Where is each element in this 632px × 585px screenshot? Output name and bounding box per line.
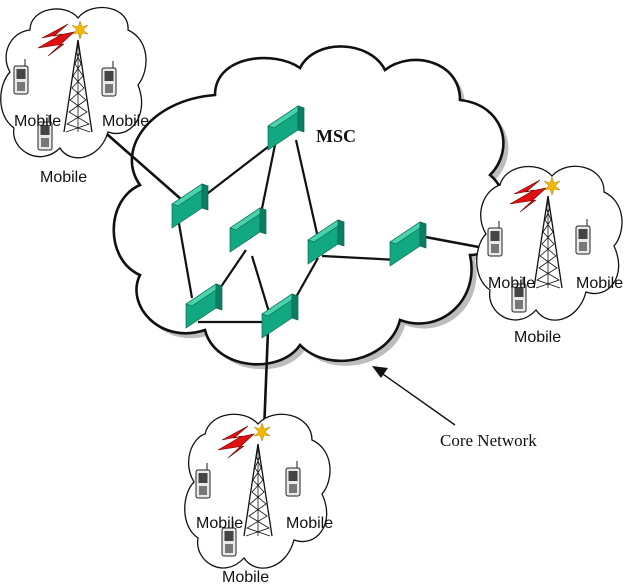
mobile-label: Mobile — [286, 515, 333, 532]
mobile-label: Mobile — [514, 329, 561, 346]
access-cloud-right: Mobile Mobile Mobile — [476, 165, 623, 346]
mobile-label: Mobile — [14, 113, 61, 130]
mobile-label: Mobile — [222, 569, 269, 585]
mobile-label: Mobile — [40, 169, 87, 186]
mobile-label: Mobile — [102, 113, 149, 130]
core-network-label: Core Network — [440, 431, 537, 450]
access-cloud-top-left: Mobile Mobile Mobile — [0, 6, 149, 186]
mobile-label: Mobile — [196, 515, 243, 532]
trunk-to-right-access-cloud — [419, 234, 485, 250]
link-msc-to-right-center — [294, 139, 320, 239]
mobile-label: Mobile — [488, 275, 535, 292]
msc-label: MSC — [316, 126, 356, 146]
access-cloud-outline — [0, 6, 147, 159]
callout-arrow-head — [372, 366, 388, 378]
access-cloud-outline — [184, 413, 331, 569]
access-cloud-outline — [476, 165, 623, 321]
access-cloud-bottom: Mobile Mobile Mobile — [184, 413, 333, 585]
link-upper-left-to-lower-left — [176, 217, 194, 299]
core-network-callout: Core Network — [372, 366, 537, 450]
link-right-center-to-right — [321, 254, 399, 262]
callout-arrow-line — [379, 371, 456, 426]
trunk-to-left-access-cloud — [99, 127, 183, 201]
trunk-to-bottom-access-cloud — [262, 329, 270, 433]
mobile-label: Mobile — [576, 275, 623, 292]
